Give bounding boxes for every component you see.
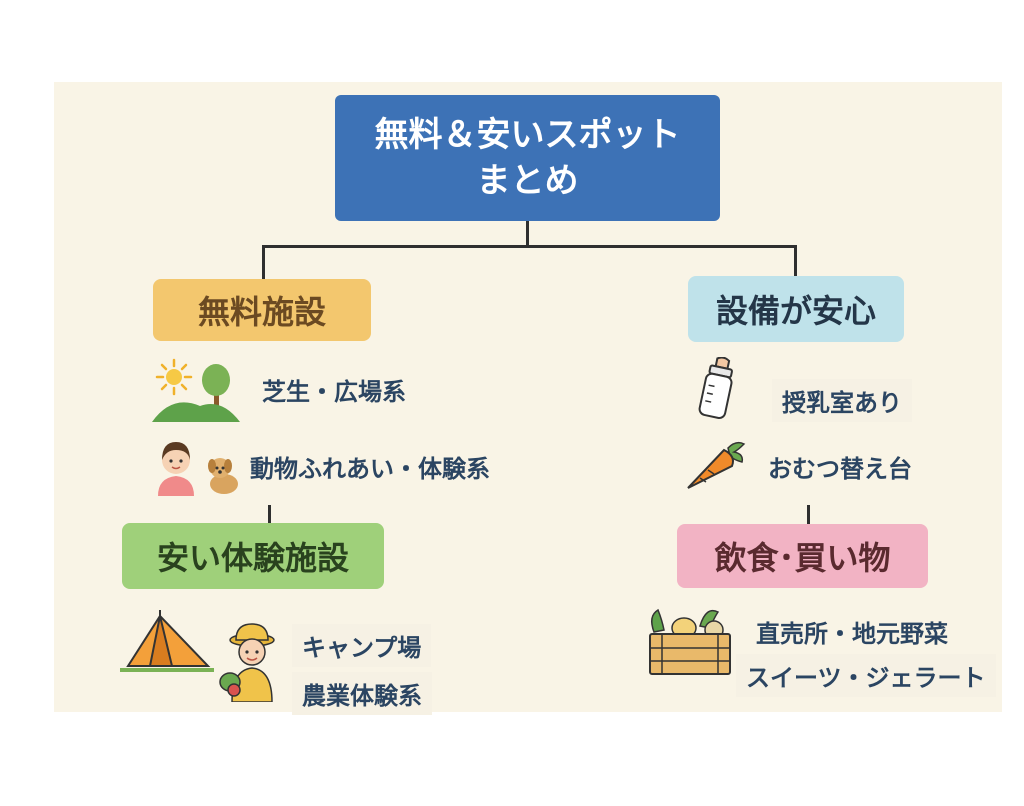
item-nursing: 授乳室あり [772,379,912,422]
item-diaper: おむつ替え台 [768,455,912,483]
carrot-icon [687,441,746,489]
root-title-line1: 無料＆安いスポット [374,115,681,155]
item-sweets: スイーツ・ジェラート [736,654,996,697]
sun-tree-icon [152,358,240,422]
connector-free-to-cheap [268,505,271,524]
category-free: 無料施設 [153,279,371,341]
root-node: 無料＆安いスポット まとめ [335,95,720,221]
baby-bottle-icon [698,357,733,419]
connector-equip-to-food [807,505,810,525]
tent-icon [120,610,214,672]
item-animals: 動物ふれあい・体験系 [250,455,490,483]
category-food: 飲食･買い物 [677,524,928,588]
connector-right-down [794,245,797,277]
farmer-child-icon [219,623,275,702]
item-lawn: 芝生・広場系 [262,378,406,406]
item-camping: キャンプ場 [292,624,432,667]
item-direct-sales: 直売所・地元野菜 [756,620,948,648]
vegetable-crate-icon [649,608,731,675]
connector-root-down [526,221,529,247]
item-farming: 農業体験系 [292,672,432,715]
category-equipment: 設備が安心 [688,276,904,342]
connector-left-down [262,245,265,280]
connector-horizontal [262,245,796,248]
category-cheap: 安い体験施設 [122,523,384,589]
child-dog-icon [158,442,238,496]
root-title-line2: まとめ [476,161,579,201]
